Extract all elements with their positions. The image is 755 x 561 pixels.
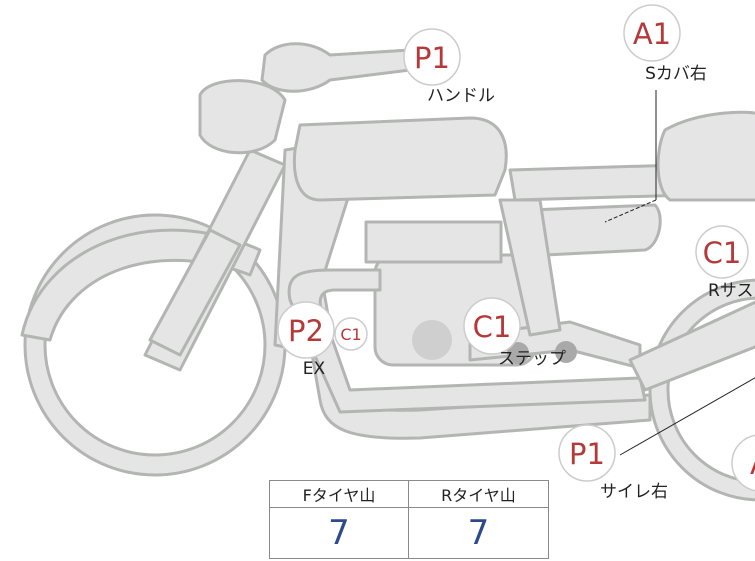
side-cover xyxy=(528,203,662,257)
badge-p2-ex: P2 xyxy=(277,301,335,359)
badge-c1-step: C1 xyxy=(463,297,521,355)
svg-text:P1: P1 xyxy=(569,437,605,471)
step-knob-right xyxy=(555,341,577,363)
leader-a1-h xyxy=(604,199,657,223)
rear-tail xyxy=(656,110,755,202)
badge-c1-small: C1 xyxy=(334,317,368,351)
svg-text:A1: A1 xyxy=(633,17,671,51)
svg-text:A: A xyxy=(750,447,755,481)
badge-a-partial: A xyxy=(731,434,755,492)
header-front-tire: Fタイヤ山 xyxy=(270,481,409,508)
headlight xyxy=(198,79,287,155)
badge-p1-handle: P1 xyxy=(403,28,461,86)
tire-tread-table: Fタイヤ山 Rタイヤ山 7 7 xyxy=(269,480,549,559)
step-knob-left xyxy=(507,342,529,364)
label-step: ステップ xyxy=(498,349,566,369)
svg-text:C1: C1 xyxy=(703,236,742,270)
svg-text:P2: P2 xyxy=(288,314,324,348)
engine-top xyxy=(364,220,503,264)
badge-p1-silencer: P1 xyxy=(558,424,616,482)
leader-silencer xyxy=(619,377,755,456)
fuel-tank xyxy=(292,116,508,202)
label-silencer-right: サイレ右 xyxy=(600,482,668,502)
label-side-cover-right: Sカバ右 xyxy=(645,64,707,84)
svg-text:C1: C1 xyxy=(473,310,512,344)
svg-text:C1: C1 xyxy=(340,325,361,344)
badge-a1-cover: A1 xyxy=(623,4,681,62)
value-front-tire: 7 xyxy=(270,508,409,558)
rear-frame xyxy=(498,198,562,337)
swingarm xyxy=(628,300,755,392)
label-handle: ハンドル xyxy=(427,86,495,106)
label-rsus: Rサス xyxy=(708,281,753,301)
fork-lower xyxy=(148,228,242,357)
handlebar xyxy=(260,42,412,93)
header-rear-tire: Rタイヤ山 xyxy=(409,481,548,508)
svg-text:P1: P1 xyxy=(414,41,450,75)
value-rear-tire: 7 xyxy=(467,513,490,553)
engine-cover-circle xyxy=(412,320,452,360)
badge-c1-rsus: C1 xyxy=(695,225,749,279)
label-ex: EX xyxy=(303,359,326,379)
